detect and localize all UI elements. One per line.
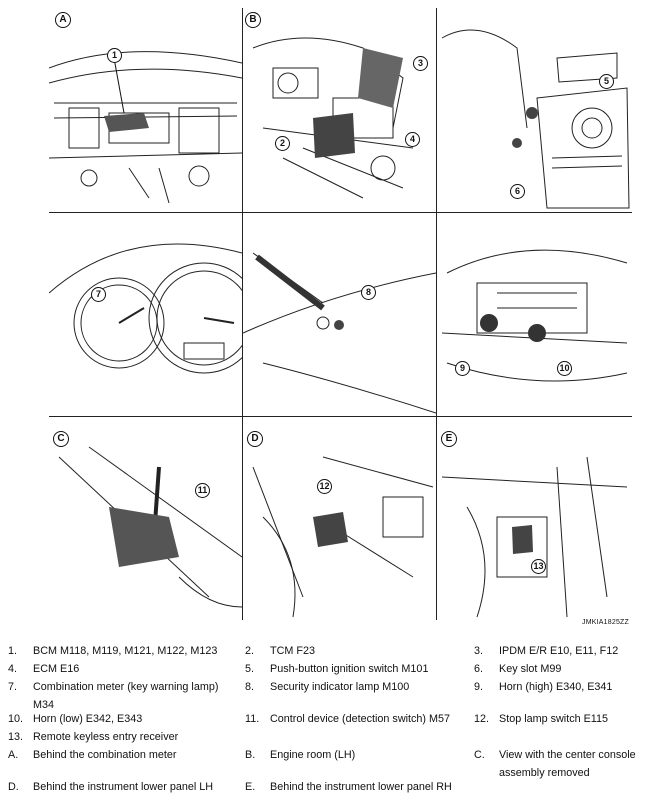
panel-combination-meter: 7 (49, 213, 242, 416)
callout-12: 12 (317, 479, 332, 494)
figure-grid: A 1 B 3 2 (49, 8, 632, 620)
panel-dash-drawing (441, 29, 630, 209)
legend-row: 1.BCM M118, M119, M121, M122, M123 2.TCM… (8, 645, 619, 657)
panel-badge: D (247, 431, 263, 447)
lower-lh-drawing (252, 456, 434, 618)
divider (436, 8, 437, 620)
divider (242, 8, 243, 620)
callout-11: 11 (195, 483, 210, 498)
legend-row: 13.Remote keyless entry receiver (8, 731, 179, 743)
panel-c-center-console: C 11 (49, 417, 242, 620)
meter-drawing (49, 243, 242, 374)
panel-badge: E (441, 431, 457, 447)
callout-8: 8 (361, 285, 376, 300)
lower-rh-drawing (441, 456, 628, 618)
panel-badge: A (55, 12, 71, 28)
legend-row: 4.ECM E16 5.Push-button ignition switch … (8, 663, 562, 675)
callout-1: 1 (107, 48, 122, 63)
panel-center-dash: 5 6 (437, 8, 632, 212)
panel-d-lower-panel-lh: D 12 (243, 417, 436, 620)
callout-13: 13 (531, 559, 546, 574)
panel-engine-front: 9 10 (437, 213, 632, 416)
legend-row: 10.Horn (low) E342, E343 11.Control devi… (8, 713, 609, 725)
divider (49, 416, 632, 417)
engine-drawing (441, 249, 628, 382)
panel-hood: 8 (243, 213, 436, 416)
panel-e-lower-panel-rh: E 13 (437, 417, 632, 620)
figure-id: JMKIA1825ZZ (582, 619, 629, 626)
panel-badge: C (53, 431, 69, 447)
panel-a-drawing (49, 51, 242, 204)
panel-badge: B (245, 12, 261, 28)
panel-b-drawing (252, 37, 414, 199)
callout-5: 5 (599, 74, 614, 89)
callout-9: 9 (455, 361, 470, 376)
callout-10: 10 (557, 361, 572, 376)
hood-drawing (243, 252, 436, 414)
callout-3: 3 (413, 56, 428, 71)
legend: 1.BCM M118, M119, M121, M122, M123 2.TCM… (8, 642, 664, 796)
divider (49, 212, 632, 213)
legend-row: 7.Combination meter (key warning lamp) M… (8, 681, 613, 711)
panel-a-instrument-panel: A 1 (49, 8, 242, 212)
panel-b-engine-room: B 3 2 4 (243, 8, 436, 212)
callout-6: 6 (510, 184, 525, 199)
console-drawing (58, 446, 242, 608)
legend-row: A.Behind the combination meter B.Engine … (8, 749, 636, 779)
callout-4: 4 (405, 132, 420, 147)
callout-7: 7 (91, 287, 106, 302)
callout-2: 2 (275, 136, 290, 151)
legend-row: D.Behind the instrument lower panel LH E… (8, 781, 452, 793)
